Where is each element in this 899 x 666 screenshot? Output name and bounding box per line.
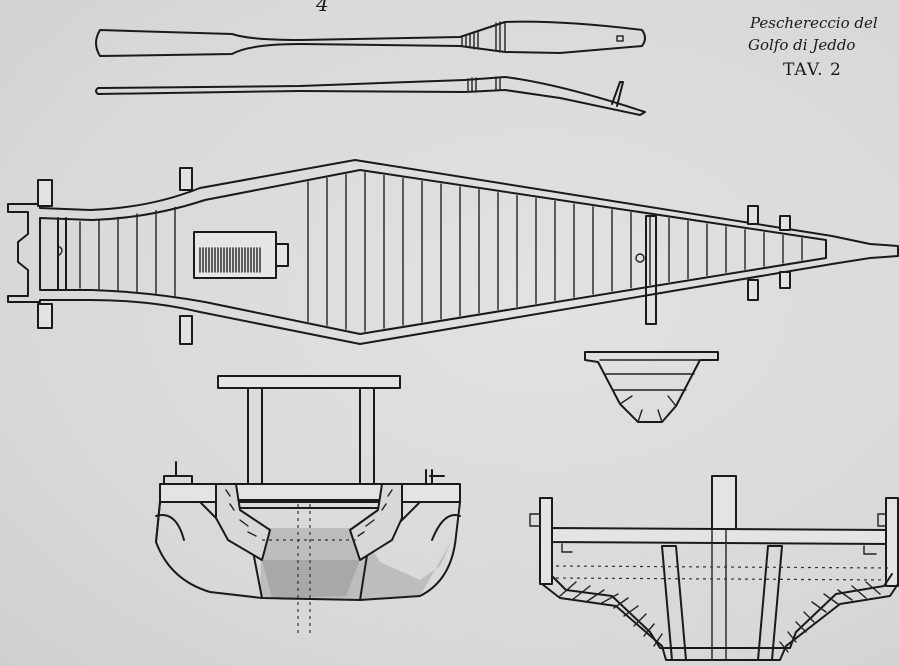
plate-number: TAV. 2 bbox=[783, 60, 842, 80]
hull-cross-section bbox=[529, 475, 899, 661]
deck-planks bbox=[79, 172, 803, 332]
oar-plan-view bbox=[95, 20, 646, 57]
oar-side-view bbox=[95, 76, 646, 116]
hull-plan-view bbox=[7, 159, 899, 345]
hull-front-elevation bbox=[155, 375, 461, 636]
small-cross-section bbox=[584, 351, 719, 423]
page-number: 4 bbox=[316, 0, 329, 16]
title-line-2: Golfo di Jeddo bbox=[748, 36, 856, 54]
title-line-1: Peschereccio del bbox=[750, 14, 878, 32]
winch-coil bbox=[199, 247, 261, 273]
